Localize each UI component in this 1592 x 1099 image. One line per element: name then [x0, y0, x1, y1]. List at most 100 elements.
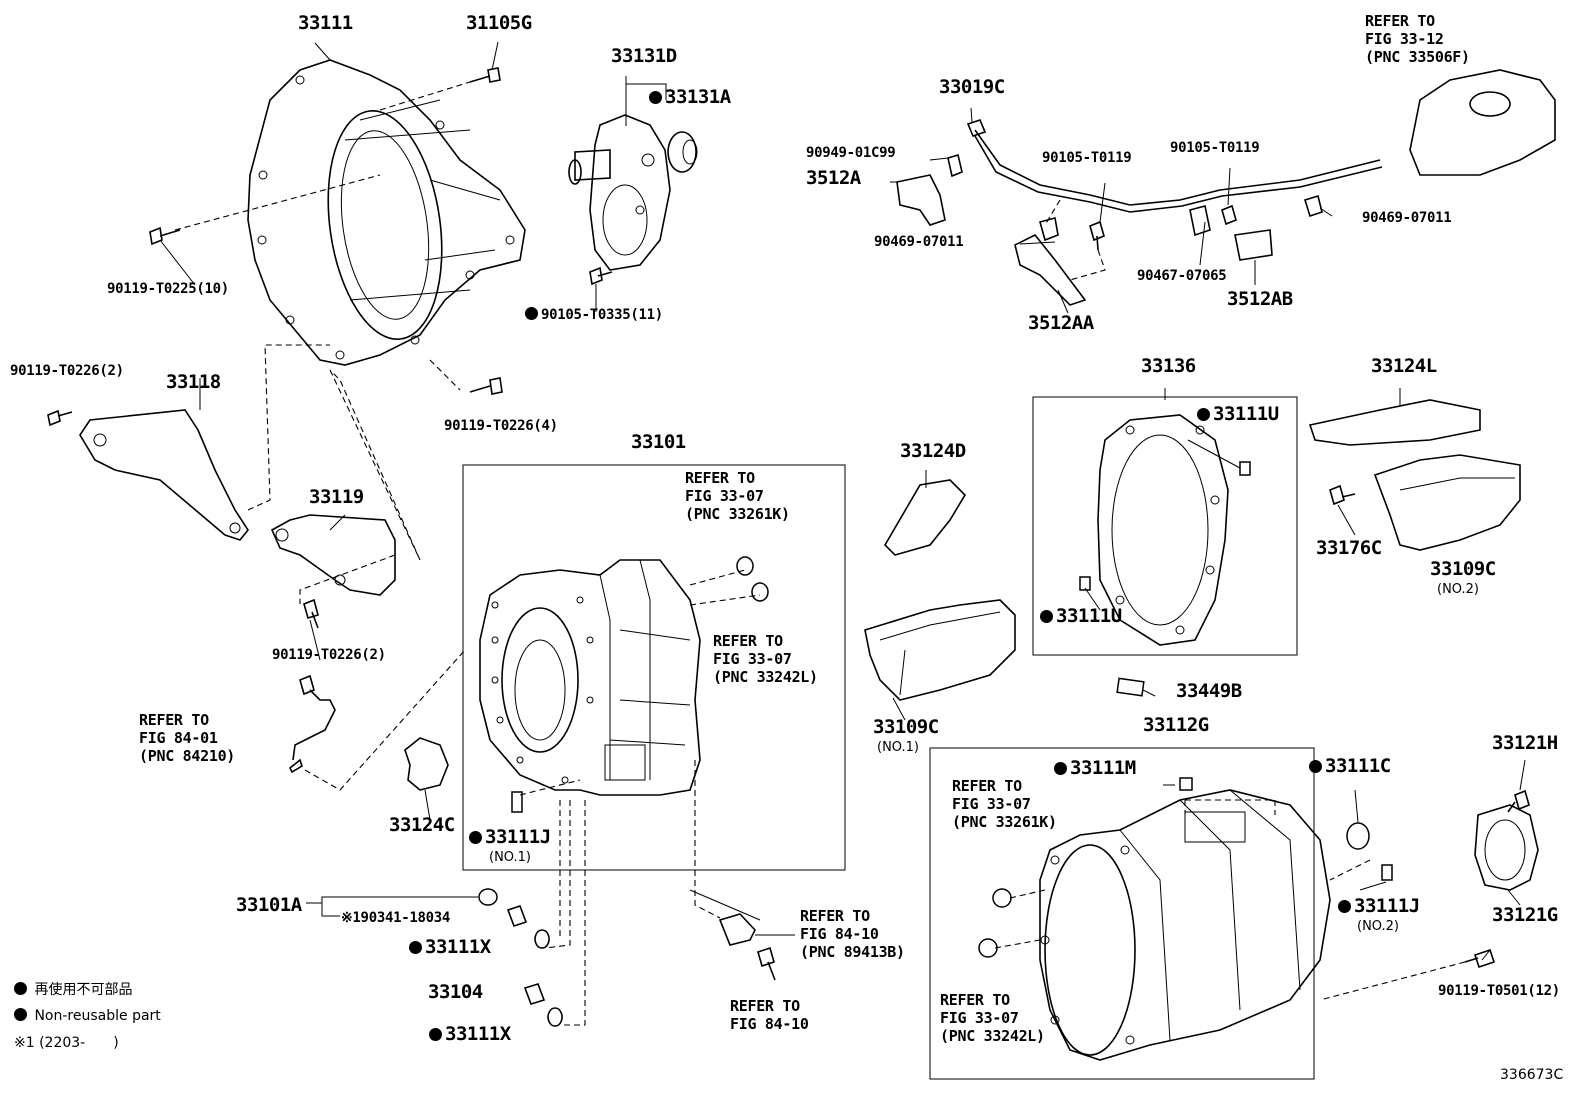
- plug-33242L: [751, 582, 769, 602]
- ref-bracket-33131D: [625, 76, 667, 126]
- clamp-3512A: [896, 174, 946, 226]
- label-33449B: 33449B: [1176, 680, 1242, 702]
- group-box-33112G: [929, 747, 1315, 1080]
- bolt-84-10: [757, 946, 776, 981]
- label-33111U-b: 33111U: [1040, 607, 1122, 626]
- plate-33449B: [1116, 677, 1145, 697]
- label-33111J-no2: 33111J: [1338, 897, 1420, 916]
- label-90119-T0226-b: 90119-T0226(2): [272, 647, 386, 663]
- label-33131A: 33131A: [649, 88, 731, 107]
- bolt-31105G: [469, 67, 501, 83]
- plug-33104: [523, 983, 546, 1005]
- extension-plate-33136: [1097, 414, 1229, 646]
- label-33124D: 33124D: [900, 440, 966, 462]
- bolt-90119-T0225: [149, 226, 181, 246]
- pin-33111U-b: [1079, 576, 1091, 591]
- label-33109C-no1-sub: (NO.1): [877, 740, 919, 755]
- label-33111U-a: 33111U: [1197, 405, 1279, 424]
- plug-33261K: [736, 556, 754, 576]
- plug-33101A: [478, 888, 498, 906]
- non-reusable-dot: [1197, 408, 1210, 421]
- label-33111: 33111: [298, 12, 353, 34]
- group-box-33101: [462, 464, 846, 871]
- non-reusable-dot: [469, 831, 482, 844]
- label-33124L: 33124L: [1371, 355, 1437, 377]
- label-33136: 33136: [1141, 355, 1196, 377]
- non-reusable-dot: [409, 941, 422, 954]
- pin-33111J-no1: [511, 791, 523, 813]
- label-33121G: 33121G: [1492, 904, 1558, 926]
- ref-fig-84-10: REFER TO FIG 84-10: [730, 997, 809, 1033]
- label-90119-T0225: 90119-T0225(10): [107, 281, 229, 297]
- non-reusable-dot: [1054, 762, 1067, 775]
- label-33121H: 33121H: [1492, 732, 1558, 754]
- clip-90469-a: [1039, 217, 1059, 242]
- bolt-33119: [303, 598, 319, 629]
- label-33109C-no2-sub: (NO.2): [1437, 582, 1479, 597]
- label-3512AA: 3512AA: [1028, 312, 1094, 334]
- non-reusable-dot: [14, 982, 27, 995]
- sensor-89413B: [718, 913, 756, 946]
- bracket-3512AA: [1014, 233, 1087, 306]
- gasket-33111X-b: [547, 1007, 563, 1027]
- non-reusable-dot: [649, 91, 662, 104]
- ref-fig-33-07-242L: REFER TO FIG 33-07 (PNC 33242L): [713, 632, 818, 686]
- bolt-33118: [47, 409, 73, 427]
- label-33109C-no1: 33109C: [873, 716, 939, 738]
- label-33111X-b: 33111X: [429, 1025, 511, 1044]
- non-reusable-dot: [1309, 760, 1322, 773]
- label-33118: 33118: [166, 371, 221, 393]
- label-33101A: 33101A: [236, 894, 302, 916]
- ref-fig-33-12: REFER TO FIG 33-12 (PNC 33506F): [1365, 12, 1470, 66]
- label-33112G: 33112G: [1143, 714, 1209, 736]
- bolt-90105-T0119-b: [1221, 204, 1237, 226]
- legend-note: ※1 (2203- ): [14, 1035, 119, 1051]
- breather-hose: [966, 119, 1383, 213]
- label-90469-07011-a: 90469-07011: [874, 234, 964, 250]
- label-90105-T0119-a: 90105-T0119: [1042, 150, 1132, 166]
- bracket-33119: [270, 514, 396, 596]
- cover-33124C: [404, 737, 449, 791]
- label-33176C: 33176C: [1316, 537, 1382, 559]
- label-33111C: 33111C: [1309, 757, 1391, 776]
- clip-90469-b: [1303, 194, 1323, 218]
- non-reusable-dot: [429, 1028, 442, 1041]
- non-reusable-dot: [1040, 610, 1053, 623]
- plug-90341-18034: [506, 904, 528, 928]
- label-90119-T0501: 90119-T0501(12): [1438, 983, 1560, 999]
- label-33111J-no2-sub: (NO.2): [1357, 919, 1399, 934]
- label-33104: 33104: [428, 981, 483, 1003]
- clip-90949: [947, 153, 963, 178]
- pin-33111U-a: [1239, 461, 1251, 476]
- label-33131D: 33131D: [611, 45, 677, 67]
- label-90469-07011-b: 90469-07011: [1362, 210, 1452, 226]
- bolt-90119-T0501: [1464, 948, 1496, 969]
- clip-90467: [1189, 205, 1211, 237]
- label-33109C-no2: 33109C: [1430, 558, 1496, 580]
- non-reusable-dot: [14, 1008, 27, 1021]
- extension-housing-33112G: [1039, 789, 1331, 1061]
- bolt-90105-T0335: [589, 266, 613, 286]
- seal-33121G: [1474, 804, 1539, 891]
- plug-33111C: [1346, 822, 1370, 850]
- bracket-33118: [79, 409, 249, 541]
- label-90949-01C99: 90949-01C99: [806, 145, 896, 161]
- label-3512AB: 3512AB: [1227, 288, 1293, 310]
- bracket-33124D: [883, 479, 967, 556]
- label-33124C: 33124C: [389, 814, 455, 836]
- ref-fig-33-07-242L-b: REFER TO FIG 33-07 (PNC 33242L): [940, 991, 1045, 1045]
- label-90105-T0335: 90105-T0335(11): [525, 307, 663, 322]
- legend-en: Non-reusable part: [14, 1008, 161, 1023]
- label-90105-T0119-b: 90105-T0119: [1170, 140, 1260, 156]
- pin-33111J-no2: [1381, 864, 1393, 881]
- sensor-84210: [288, 674, 336, 774]
- label-31105G: 31105G: [466, 12, 532, 34]
- label-33111M: 33111M: [1054, 759, 1136, 778]
- plug-33242L-b: [978, 938, 998, 958]
- ref-fig-84-10-89413B: REFER TO FIG 84-10 (PNC 89413B): [800, 907, 905, 961]
- bell-housing-33111: [247, 59, 526, 366]
- label-33101: 33101: [631, 431, 686, 453]
- ref-fig-84-01: REFER TO FIG 84-01 (PNC 84210): [139, 711, 236, 765]
